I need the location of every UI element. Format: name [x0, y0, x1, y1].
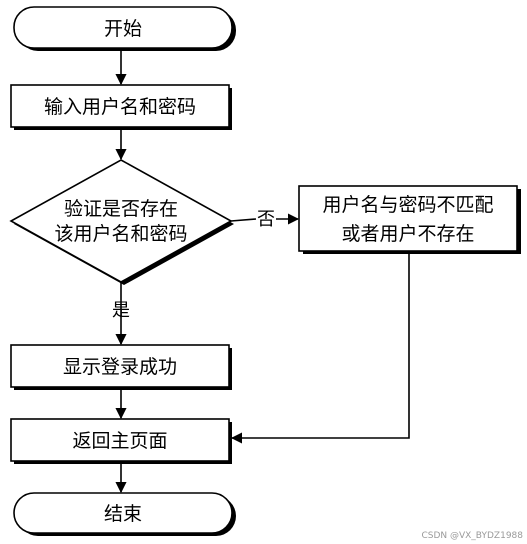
end-node: 结束: [13, 492, 236, 536]
verify-decision-node: 验证是否存在 该用户名和密码: [9, 159, 234, 285]
return-home-process-node: 返回主页面: [10, 418, 232, 464]
return-home-label: 返回主页面: [72, 430, 167, 452]
start-label: 开始: [104, 18, 142, 40]
input-process-node: 输入用户名和密码: [10, 84, 232, 130]
error-process-node: 用户名与密码不匹配 或者用户不存在: [298, 185, 521, 254]
end-label: 结束: [104, 503, 142, 525]
error-label-line1: 用户名与密码不匹配: [322, 194, 493, 216]
edge-error-to-return: [230, 251, 410, 444]
input-process-label: 输入用户名和密码: [44, 96, 196, 118]
success-process-node: 显示登录成功: [10, 344, 232, 390]
watermark: CSDN @VX_BYDZ1988: [421, 531, 523, 541]
start-node: 开始: [13, 6, 236, 51]
success-process-label: 显示登录成功: [63, 356, 177, 378]
label-yes: 是: [112, 300, 130, 321]
decision-label-line2: 该用户名和密码: [54, 223, 187, 245]
error-label-line2: 或者用户不存在: [341, 223, 474, 245]
edge-decision-to-label-no: [230, 218, 257, 222]
label-no: 否: [257, 209, 275, 230]
decision-label-line1: 验证是否存在: [64, 198, 178, 220]
